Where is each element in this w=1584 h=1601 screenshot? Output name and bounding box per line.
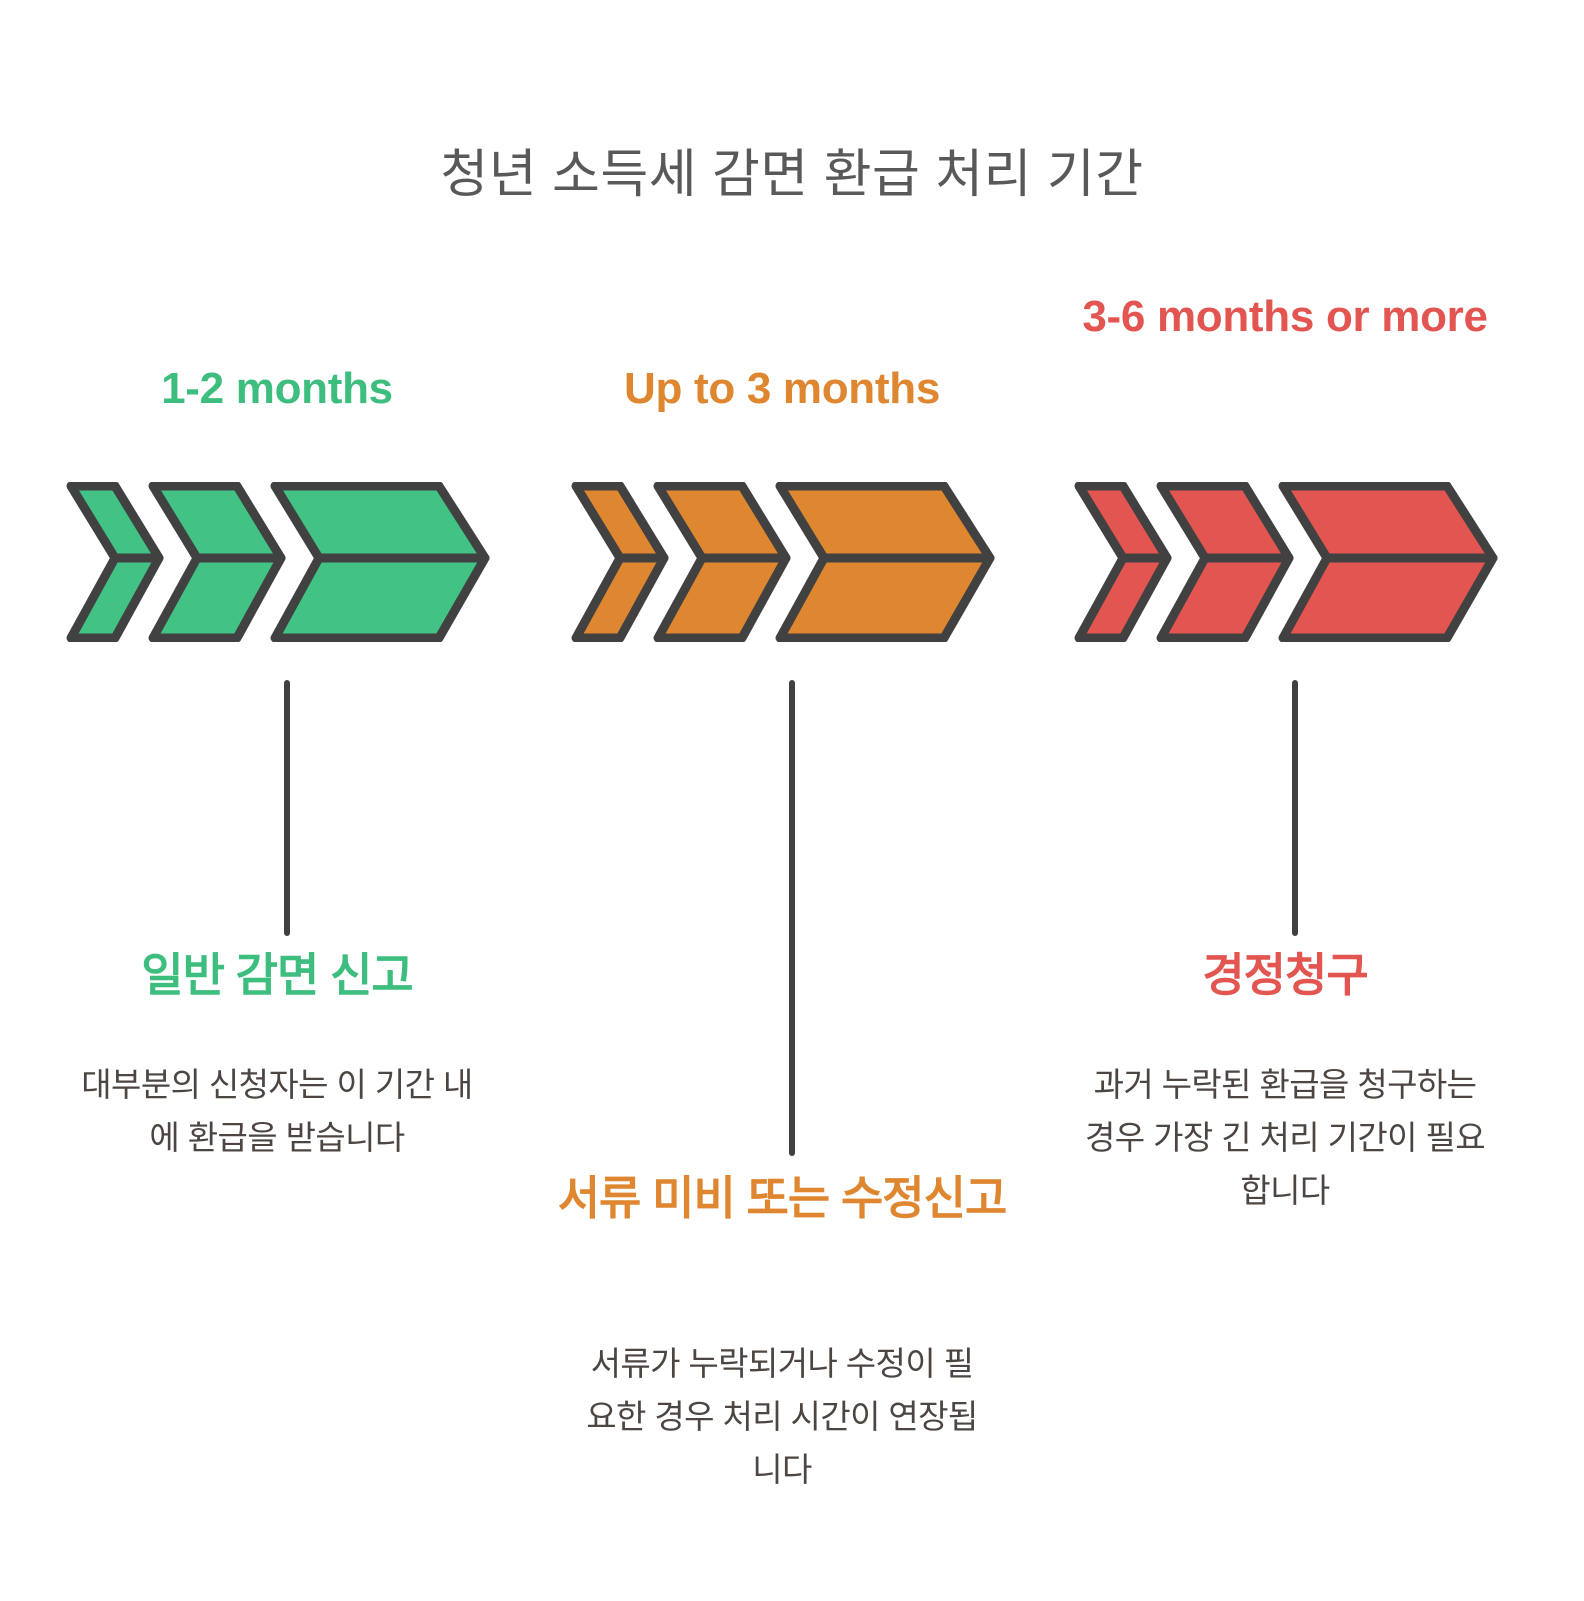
stage-column-green: 1-2 months 일반 감면 신고 대부분의 신청자는 이 기간 내에 환급… [47,0,507,1601]
chevron-group-red [1055,482,1515,642]
category-description-red: 과거 누락된 환급을 청구하는 경우 가장 긴 처리 기간이 필요합니다 [1085,1066,1486,1209]
connector-line-red [1292,680,1298,936]
chevron-group-orange [552,482,1012,642]
connector-line-green [284,680,290,936]
category-title-green: 일반 감면 신고 [141,949,413,1001]
stage-column-red: 3-6 months or more 경정청구 과거 누락된 환급을 청구하는 … [1055,0,1515,1601]
duration-label-red: 3-6 months or more [1082,292,1488,341]
category-description-green: 대부분의 신청자는 이 기간 내에 환급을 받습니다 [81,1066,473,1156]
stage-column-orange: Up to 3 months 서류 미비 또는 수정신고 서류가 누락되거나 수… [552,0,1012,1601]
connector-line-orange [789,680,795,1156]
duration-label-green: 1-2 months [161,364,393,413]
category-title-orange: 서류 미비 또는 수정신고 [557,1172,1008,1224]
category-title-red: 경정청구 [1202,949,1368,1001]
chevron-group-green [47,482,507,642]
category-description-orange: 서류가 누락되거나 수정이 필요한 경우 처리 시간이 연장됩니다 [586,1345,978,1488]
duration-label-orange: Up to 3 months [623,364,940,413]
page-title: 청년 소득세 감면 환급 처리 기간 [440,146,1144,204]
